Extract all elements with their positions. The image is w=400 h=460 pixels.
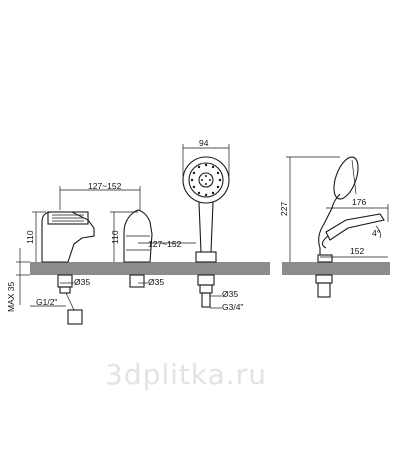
hole-diameter-label-1: Ø35 bbox=[74, 277, 90, 287]
holder-base-label: 152 bbox=[350, 246, 364, 256]
holder-height-label: 227 bbox=[279, 202, 289, 216]
deck-section-left bbox=[30, 262, 270, 275]
thread-label-1: G1/2" bbox=[36, 297, 57, 307]
handle-width-label: 127~152 bbox=[148, 239, 182, 249]
tilt-angle-label: 4° bbox=[372, 228, 380, 238]
handle-height-label: 110 bbox=[110, 230, 120, 244]
handle-unit bbox=[123, 209, 153, 288]
deck-section-right bbox=[282, 262, 390, 275]
max-thickness-label: MAX 35 bbox=[6, 281, 16, 312]
holder-side-unit bbox=[315, 156, 385, 298]
spout-width-label: 127~152 bbox=[88, 181, 122, 191]
hole-diameter-label-3: Ø35 bbox=[222, 289, 238, 299]
spout-unit bbox=[41, 211, 95, 325]
hole-diameter-label-2: Ø35 bbox=[148, 277, 164, 287]
hand-shower-unit bbox=[182, 156, 230, 308]
watermark: 3dplitka.ru bbox=[105, 358, 267, 391]
holder-depth-label: 176 bbox=[352, 197, 366, 207]
shower-head-width-label: 94 bbox=[199, 138, 209, 148]
thread-label-2: G3/4" bbox=[222, 302, 243, 312]
shower-nozzles bbox=[190, 163, 222, 197]
spout-height-label: 110 bbox=[25, 230, 35, 244]
